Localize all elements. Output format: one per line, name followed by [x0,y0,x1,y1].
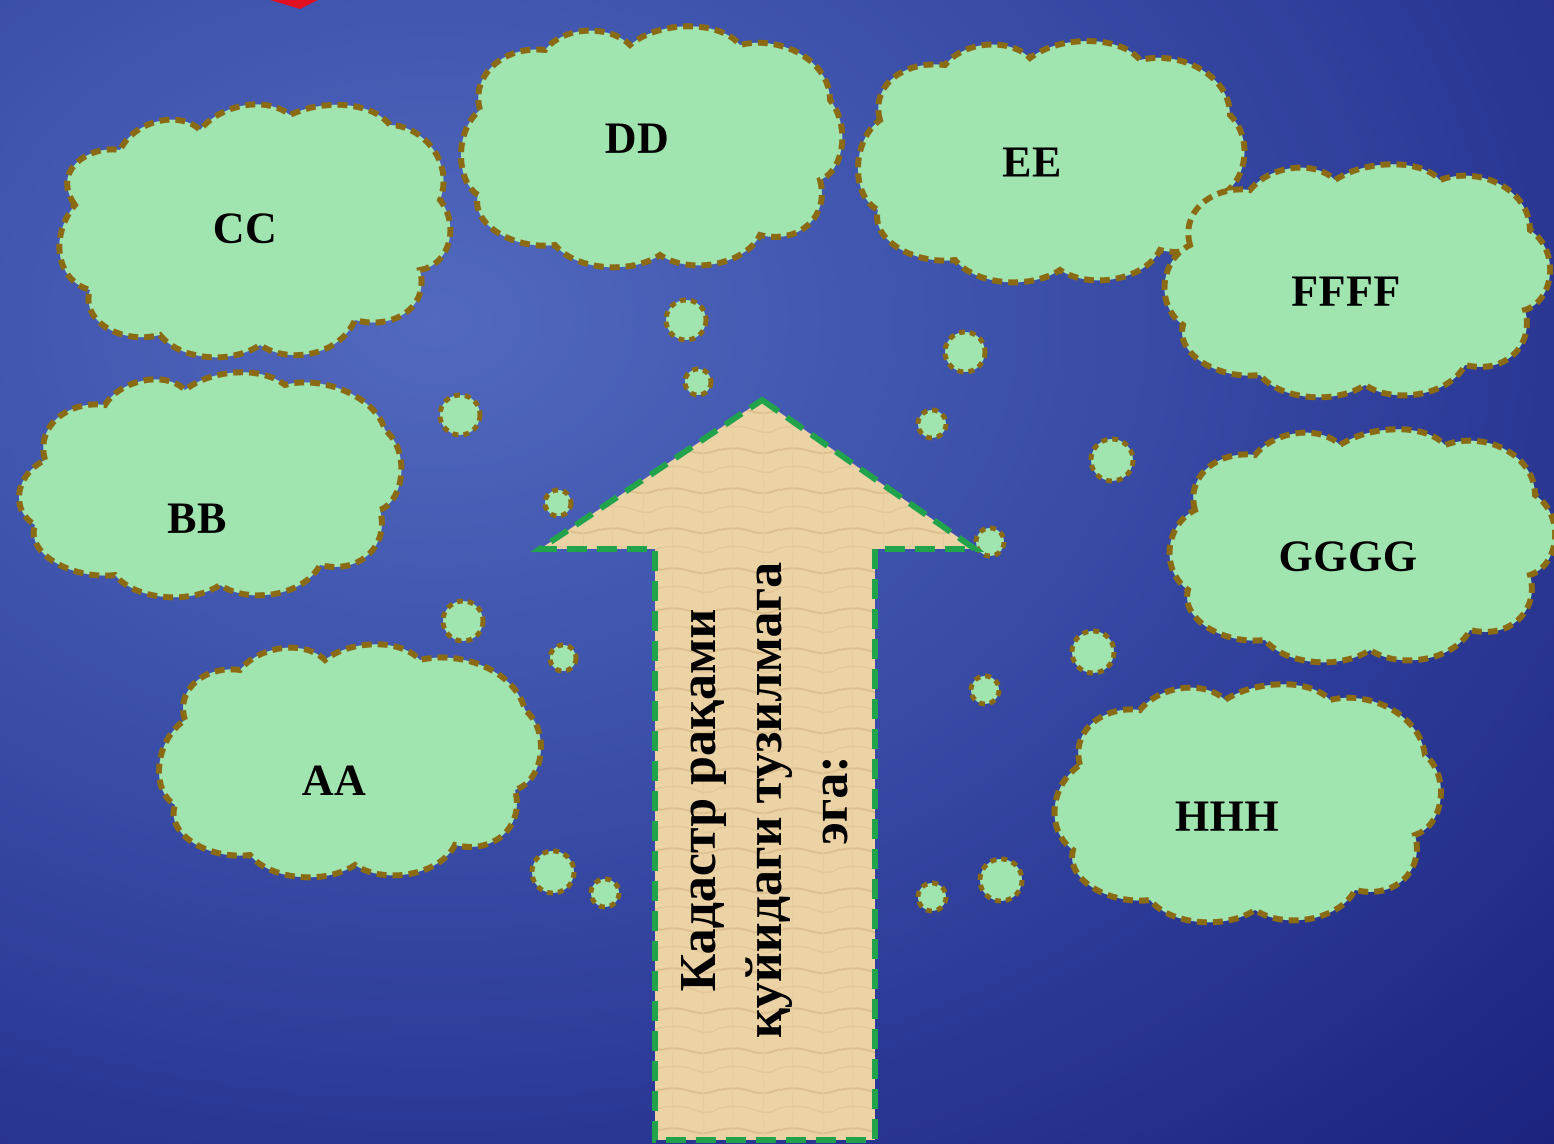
cloud-bb [16,369,405,601]
cloud-ee [855,38,1248,286]
cloud-ffff [1161,161,1554,401]
bubble [968,673,1002,707]
bubble [542,487,574,519]
bubble [588,876,622,910]
bubble [1069,628,1117,676]
bubble [437,392,483,438]
bubble [915,407,949,441]
cloud-label-ffff: FFFF [1291,266,1401,316]
cloud-label-bb: BB [167,493,227,543]
cloud-label-dd: DD [604,113,670,163]
up-arrow-shape [530,396,985,1143]
bubble [547,642,579,674]
cloud-hhh [1051,681,1444,926]
cloud-cc [56,101,454,361]
cloud-aa [156,641,544,881]
bubble [663,297,709,343]
bubble [915,880,949,914]
cloud-dd [458,23,846,271]
bubble [973,525,1007,559]
bubble [440,598,486,644]
cloud-label-gggg: GGGG [1278,531,1418,581]
cloud-gggg [1166,426,1554,666]
red-pointer-shape [270,0,318,9]
arrow-caption: Кадастр рақами қуйидаги тузилмага эга: [670,561,859,1039]
thought-bubbles [437,297,1136,914]
bubble [529,848,577,896]
bubble [1088,436,1136,484]
cloud-label-ee: EE [1002,137,1062,187]
bubble [682,366,714,398]
cloud-label-hhh: HHH [1174,791,1280,841]
cloud-label-aa: AA [301,755,367,805]
bubble [977,856,1025,904]
bubble [942,329,988,375]
cloud-label-cc: CC [212,203,278,253]
